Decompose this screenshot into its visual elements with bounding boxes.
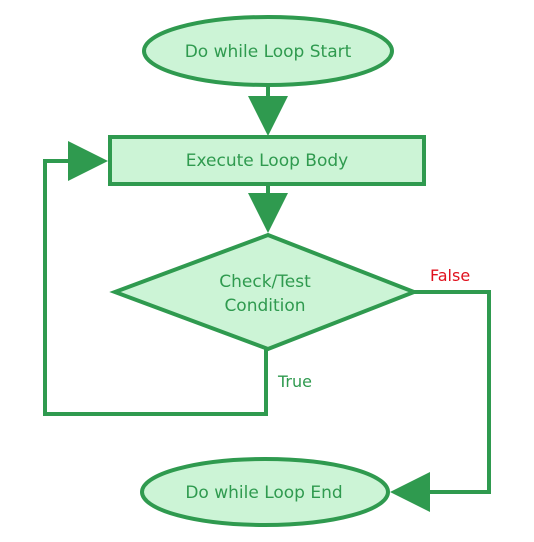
condition-node-label-line1: Check/Test — [219, 272, 311, 292]
end-node — [140, 457, 390, 527]
condition-node — [109, 232, 420, 352]
start-node-label: Do while Loop Start — [185, 42, 352, 62]
arrow-true-loop-back — [43, 141, 268, 416]
body-node — [108, 135, 426, 186]
end-node-label: Do while Loop End — [185, 483, 342, 503]
false-label: False — [430, 266, 470, 285]
true-label: True — [277, 372, 312, 391]
arrow-false-to-end — [390, 290, 491, 512]
condition-node-label-line2: Condition — [224, 296, 305, 316]
body-node-label: Execute Loop Body — [186, 151, 348, 171]
